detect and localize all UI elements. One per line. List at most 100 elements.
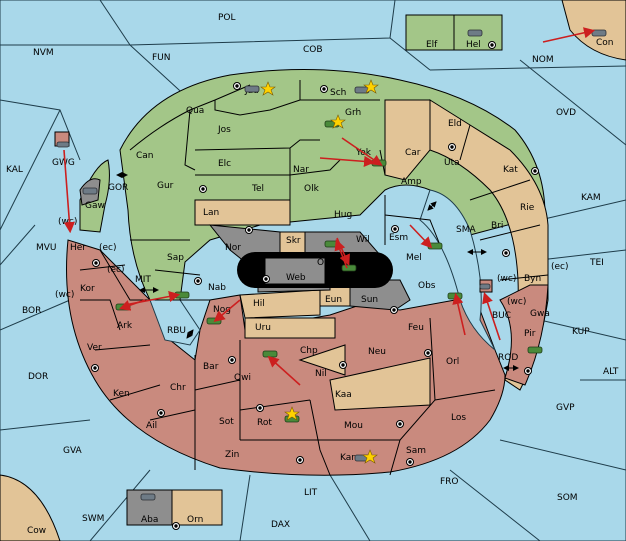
sma-inlet [419, 189, 496, 351]
label-Nil: Nil [315, 369, 327, 379]
label-Gur: Gur [157, 181, 174, 191]
label-Nab: Nab [208, 283, 226, 293]
label-Gwa: Gwa [530, 309, 550, 319]
label-BOR: BOR [22, 306, 41, 316]
red-labels: Her Kor Ark Ver Ken Chr Ail Bar Qwi Chp … [70, 243, 536, 463]
elf-box [405, 14, 455, 51]
red-peninsula [499, 284, 549, 386]
label-SOM: SOM [557, 493, 578, 503]
label-Ail: Ail [146, 421, 157, 431]
label-Tel: Tel [251, 184, 264, 194]
label-Can: Can [136, 151, 154, 161]
label-Her: Her [70, 243, 86, 253]
label-GVP: GVP [556, 403, 575, 413]
label-Zin: Zin [225, 450, 239, 460]
label-Byn: Byn [524, 274, 541, 284]
label-Grh: Grh [345, 108, 361, 118]
label-Nor: Nor [225, 243, 241, 253]
label-KUP: KUP [572, 327, 590, 337]
label-Ark: Ark [117, 321, 133, 331]
label-KAM: KAM [581, 193, 601, 203]
label-Eun: Eun [325, 295, 342, 305]
label-Gaw: Gaw [85, 201, 105, 211]
label-RBU: RBU [167, 326, 186, 336]
label-Ken: Ken [113, 389, 130, 399]
label-Con: Con [596, 38, 614, 48]
label-Skr: Skr [286, 236, 301, 246]
label-Web: Web [286, 273, 306, 283]
gray-labels: Web Ost Sun Aba GWG [52, 158, 378, 525]
coast-wc-4: (wc) [507, 297, 526, 307]
label-Sam: Sam [406, 446, 426, 456]
coast-wc-1: (wc) [58, 217, 77, 227]
coast-wc-2: (wc) [55, 290, 74, 300]
label-Pir: Pir [524, 329, 536, 339]
label-Kaa: Kaa [335, 390, 352, 400]
label-Sap: Sap [167, 253, 184, 263]
label-MIT: MIT [135, 275, 151, 285]
label-Mou: Mou [344, 421, 363, 431]
star-icon [260, 81, 276, 96]
tan-labels: Car Uta Kat Bri Rie Lan Byn Skr Hil Eun … [27, 38, 614, 536]
label-Kat: Kat [503, 165, 518, 175]
label-Hil: Hil [253, 299, 265, 309]
label-Aba: Aba [141, 515, 158, 525]
label-Hug: Hug [334, 210, 352, 220]
uru-territory [244, 317, 336, 339]
label-Uru: Uru [255, 323, 271, 333]
label-Rot: Rot [257, 418, 272, 428]
label-SWM: SWM [82, 514, 104, 524]
label-DAX: DAX [271, 520, 290, 530]
label-LIT: LIT [304, 488, 318, 498]
label-Elf: Elf [426, 40, 438, 50]
label-Sot: Sot [219, 417, 234, 427]
sea-labels: POL NVM FUN COB NOM OVD KAL KAM GOR MVU … [6, 13, 619, 530]
connection-arrows [116, 172, 519, 371]
coast-ec-2: (ec) [107, 265, 125, 275]
label-SMA: SMA [456, 225, 476, 235]
lan-territory [194, 199, 291, 226]
label-Eld: Eld [448, 119, 462, 129]
label-Kar: Kar [340, 453, 355, 463]
label-Nog: Nog [213, 305, 231, 315]
label-Sch: Sch [330, 88, 346, 98]
label-Chp: Chp [300, 346, 318, 356]
gray-fleet-unit [244, 85, 260, 93]
orn-box [171, 489, 223, 526]
label-Wil: Wil [356, 235, 370, 245]
label-Mel: Mel [406, 253, 422, 263]
label-Kor: Kor [80, 284, 95, 294]
label-Uta: Uta [444, 158, 460, 168]
label-MVU: MVU [36, 243, 57, 253]
label-TEI: TEI [589, 258, 604, 268]
label-NOM: NOM [532, 55, 554, 65]
label-Cow: Cow [27, 526, 46, 536]
label-Feu: Feu [408, 323, 424, 333]
hil-territory [239, 289, 321, 319]
coast-ec-1: (ec) [99, 243, 117, 253]
label-Obs: Obs [418, 281, 436, 291]
label-Bar: Bar [203, 362, 219, 372]
label-Hel: Hel [466, 40, 481, 50]
label-OVD: OVD [556, 108, 576, 118]
label-Rie: Rie [520, 203, 535, 213]
web-center [264, 257, 326, 285]
coast-wc-3: (wc) [497, 274, 516, 284]
label-Ost: Ost [317, 258, 333, 268]
label-Car: Car [405, 148, 421, 158]
label-Olk: Olk [304, 184, 320, 194]
label-POL: POL [218, 13, 236, 23]
supply-centers [91, 41, 539, 530]
label-GWG: GWG [52, 158, 75, 168]
label-DOR: DOR [28, 372, 48, 382]
label-Qwi: Qwi [234, 373, 251, 383]
coast-ec-3: (ec) [551, 262, 569, 272]
label-GOR: GOR [108, 183, 128, 193]
label-Lan: Lan [203, 208, 219, 218]
label-ALT: ALT [603, 367, 619, 377]
label-NVM: NVM [33, 48, 54, 58]
label-FUN: FUN [152, 53, 171, 63]
